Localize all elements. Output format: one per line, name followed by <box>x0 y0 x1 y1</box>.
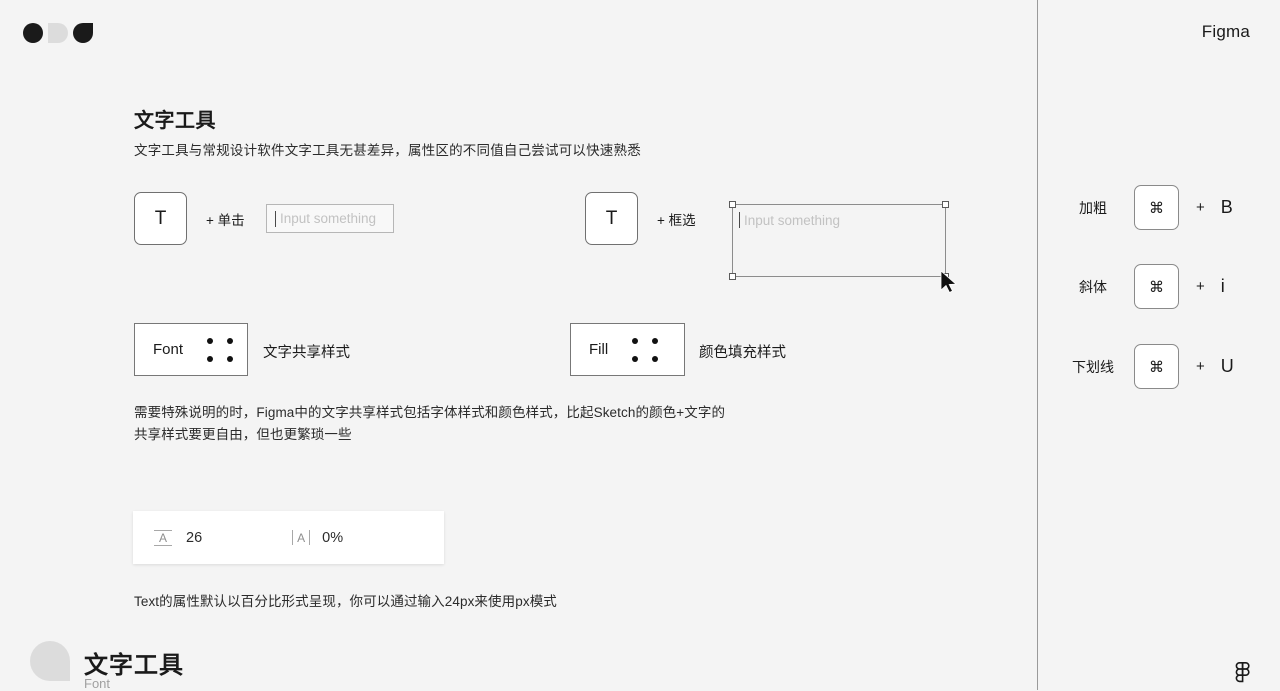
body-paragraph: 需要特殊说明的时，Figma中的文字共享样式包括字体样式和颜色样式，比起Sket… <box>134 405 726 442</box>
shortcut-label: 下划线 <box>1072 358 1114 375</box>
text-caret-icon <box>275 210 276 227</box>
four-dot-grid-icon <box>207 337 234 362</box>
text-tool-button[interactable]: T <box>134 192 187 245</box>
window-dots <box>23 23 93 43</box>
drag-action-label: + 框选 <box>657 212 696 228</box>
figma-logo-icon <box>1235 662 1250 683</box>
fill-style-button[interactable]: Fill <box>570 323 685 376</box>
plus-sign: + <box>1196 278 1205 295</box>
circle-shape-icon <box>23 23 43 43</box>
line-height-glyph: A <box>158 530 167 545</box>
line-height-field[interactable]: A 26 <box>154 529 203 546</box>
corner-rounded-shape-icon <box>73 23 93 43</box>
footer-shape-icon <box>30 641 70 681</box>
text-tool-button-drag[interactable]: T <box>585 192 638 245</box>
text-properties-panel: A 26 A 0% <box>133 511 444 564</box>
footer-subtitle: Font <box>84 676 111 691</box>
letter-spacing-value: 0% <box>322 529 344 546</box>
text-selection-frame[interactable]: Input something <box>729 201 949 280</box>
selection-inner-text: Input something <box>739 212 840 228</box>
resize-handle-top-left[interactable] <box>729 201 736 208</box>
fill-style-caption: 颜色填充样式 <box>699 345 786 361</box>
letter-spacing-icon: A <box>292 530 311 546</box>
input-placeholder: Input something <box>744 212 841 228</box>
shortcut-row-bold: 加粗 ⌘ + B <box>1079 185 1233 230</box>
click-action-label: + 单击 <box>206 212 245 228</box>
page-subtitle: 文字工具与常规设计软件文字工具无甚差异，属性区的不同值自己尝试可以快速熟悉 <box>134 143 641 158</box>
mouse-cursor-icon <box>940 271 958 293</box>
letter-spacing-field[interactable]: A 0% <box>292 530 343 546</box>
shortcut-label: 斜体 <box>1079 278 1107 295</box>
command-key-icon[interactable]: ⌘ <box>1134 264 1179 309</box>
footer-title: 文字工具 <box>84 652 184 679</box>
vertical-divider <box>1037 0 1038 690</box>
brand-label: Figma <box>1201 22 1250 41</box>
shortcut-label: 加粗 <box>1079 199 1107 216</box>
shortcut-row-italic: 斜体 ⌘ + i <box>1079 264 1233 309</box>
text-tool-drag-row: T + 框选 <box>585 192 696 245</box>
shortcut-row-underline: 下划线 ⌘ + U <box>1072 344 1234 389</box>
line-height-icon: A <box>154 529 172 546</box>
resize-handle-top-right[interactable] <box>942 201 949 208</box>
half-rounded-shape-icon <box>48 23 68 43</box>
font-style-caption: 文字共享样式 <box>263 345 350 361</box>
resize-handle-bottom-left[interactable] <box>729 273 736 280</box>
command-key-icon[interactable]: ⌘ <box>1134 185 1179 230</box>
text-tool-click-row: T + 单击 <box>134 192 245 245</box>
font-style-label: Font <box>153 341 184 358</box>
text-caret-icon <box>739 212 740 228</box>
four-dot-grid-icon <box>632 337 659 362</box>
font-style-button[interactable]: Font <box>134 323 248 376</box>
command-key-icon[interactable]: ⌘ <box>1134 344 1179 389</box>
plus-sign: + <box>1196 199 1205 216</box>
fill-style-label: Fill <box>589 341 609 358</box>
shortcut-key: B <box>1220 197 1233 217</box>
letter-spacing-glyph: A <box>297 530 306 545</box>
shortcut-key: i <box>1220 276 1225 296</box>
plus-sign: + <box>1196 358 1205 375</box>
properties-footnote: Text的属性默认以百分比形式呈现，你可以通过输入24px来使用px模式 <box>134 594 557 609</box>
shortcut-key: U <box>1220 356 1234 376</box>
page-title: 文字工具 <box>134 110 216 132</box>
line-height-value: 26 <box>186 529 203 546</box>
text-input-click[interactable]: Input something <box>266 204 394 233</box>
input-placeholder: Input something <box>280 211 377 226</box>
